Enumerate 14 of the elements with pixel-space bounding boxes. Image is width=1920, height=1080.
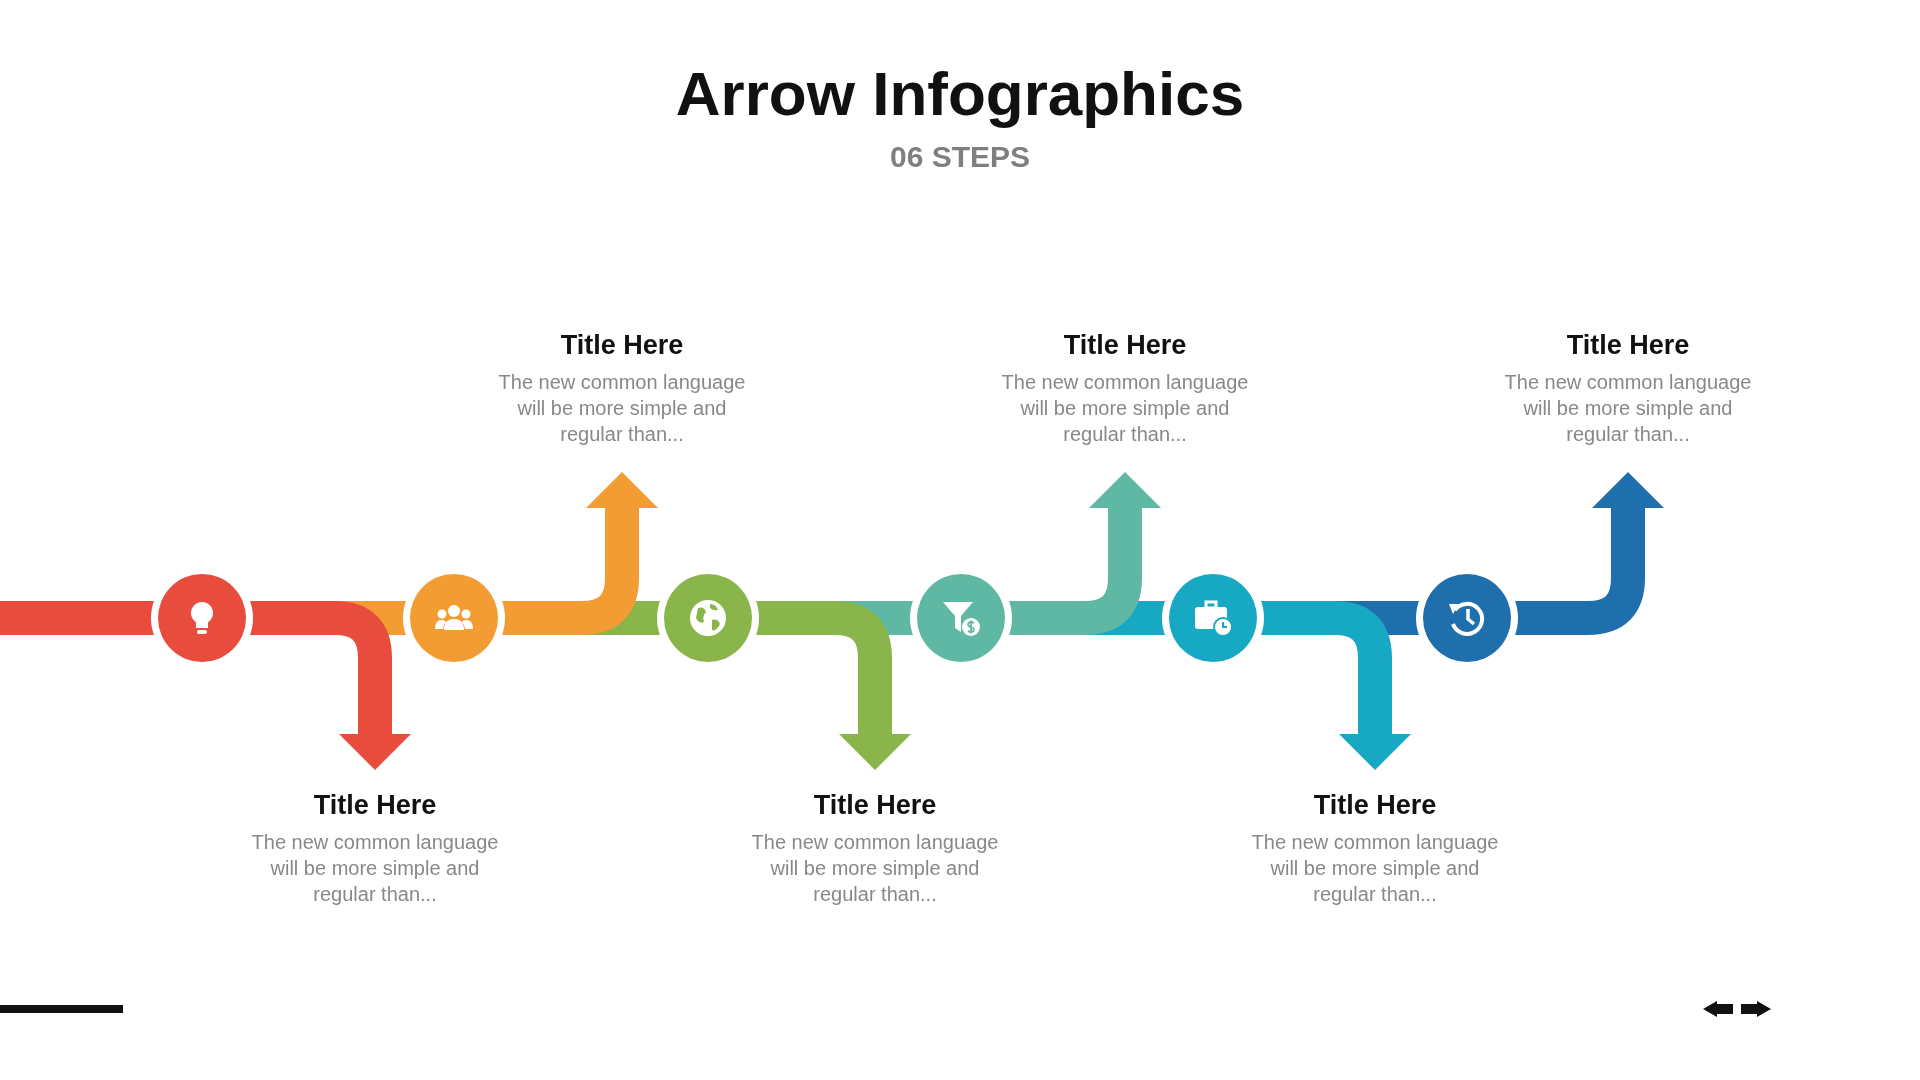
step-description: The new common language will be more simple and regular than...	[250, 830, 500, 907]
step-description: The new common language will be more simple and regular than...	[497, 370, 747, 447]
step-description: The new common language will be more simple and regular than...	[1503, 370, 1753, 447]
step-title: Title Here	[560, 330, 684, 361]
step-description: The new common language will be more simple and regular than...	[1000, 370, 1250, 447]
step-description: The new common language will be more simple and regular than...	[750, 830, 1000, 907]
subtitle: 06 STEPS	[889, 140, 1031, 174]
slide-title: Arrow Infographics	[675, 58, 1245, 129]
step-title: Title Here	[1063, 330, 1187, 361]
step-title: Title Here	[313, 790, 437, 821]
step-title: Title Here	[1566, 330, 1690, 361]
step-title: Title Here	[1313, 790, 1437, 821]
step-description: The new common language will be more simple and regular than...	[1250, 830, 1500, 907]
step-title: Title Here	[813, 790, 937, 821]
